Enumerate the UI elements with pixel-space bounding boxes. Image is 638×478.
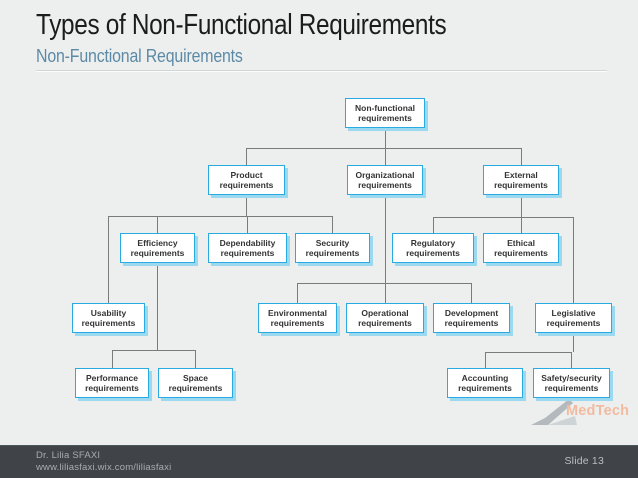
node-regulatory-requirements: Regulatory requirements [392,233,474,263]
medtech-logo-text: MedTech [566,403,630,419]
connector-line [471,283,472,303]
medtech-swoosh-icon [531,399,577,425]
connector-line [521,217,522,233]
footer-author-block: Dr. Lilia SFAXI www.liliasfaxi.wix.com/l… [36,450,171,473]
node-environmental-requirements: Environmental requirements [258,303,337,333]
connector-line [573,333,574,352]
footer-website: www.liliasfaxi.wix.com/liliasfaxi [36,461,172,473]
node-accounting-requirements: Accounting requirements [447,368,523,398]
nfr-hierarchy-diagram: Non-functional requirements Product requ… [72,98,612,398]
connector-line [108,216,333,217]
connector-line [385,128,386,148]
connector-line [521,195,522,217]
connector-line [332,216,333,233]
connector-line [246,148,247,165]
connector-line [485,352,571,353]
node-space-requirements: Space requirements [158,368,233,398]
medtech-logo: MedTech [531,397,638,433]
slide-footer: Dr. Lilia SFAXI www.liliasfaxi.wix.com/l… [0,445,638,478]
connector-line [521,148,522,165]
connector-line [112,350,196,351]
node-efficiency-requirements: Efficiency requirements [120,233,195,263]
node-dependability-requirements: Dependability requirements [208,233,287,263]
connector-line [573,217,574,303]
connector-line [247,216,248,233]
node-legislative-requirements: Legislative requirements [535,303,612,333]
connector-line [112,350,113,368]
node-organizational-requirements: Organizational requirements [347,165,423,195]
node-external-requirements: External requirements [483,165,559,195]
connector-line [246,148,522,149]
node-ethical-requirements: Ethical requirements [483,233,559,263]
connector-line [571,352,572,368]
connector-line [297,283,298,303]
node-performance-requirements: Performance requirements [75,368,149,398]
connector-line [385,283,386,303]
slide-subtitle: Non-Functional Requirements [36,45,243,66]
footer-author: Dr. Lilia SFAXI [36,450,101,461]
node-nonfunctional-requirements: Non-functional requirements [345,98,425,128]
connector-line [385,148,386,165]
connector-line [433,217,573,218]
connector-line [297,283,472,284]
connector-line [157,216,158,233]
slide-title: Types of Non-Functional Requirements [36,9,447,41]
connector-line [195,350,196,368]
slide-number: Slide 13 [564,455,604,467]
node-development-requirements: Development requirements [433,303,510,333]
connector-line [433,217,434,233]
connector-line [108,216,109,303]
connector-line [157,263,158,350]
node-operational-requirements: Operational requirements [346,303,424,333]
node-security-requirements: Security requirements [295,233,370,263]
connector-line [485,352,486,368]
node-product-requirements: Product requirements [208,165,285,195]
node-usability-requirements: Usability requirements [72,303,145,333]
connector-line [385,195,386,283]
header-divider [36,70,607,71]
node-safety-security-requirements: Safety/security requirements [533,368,610,398]
connector-line [246,195,247,216]
